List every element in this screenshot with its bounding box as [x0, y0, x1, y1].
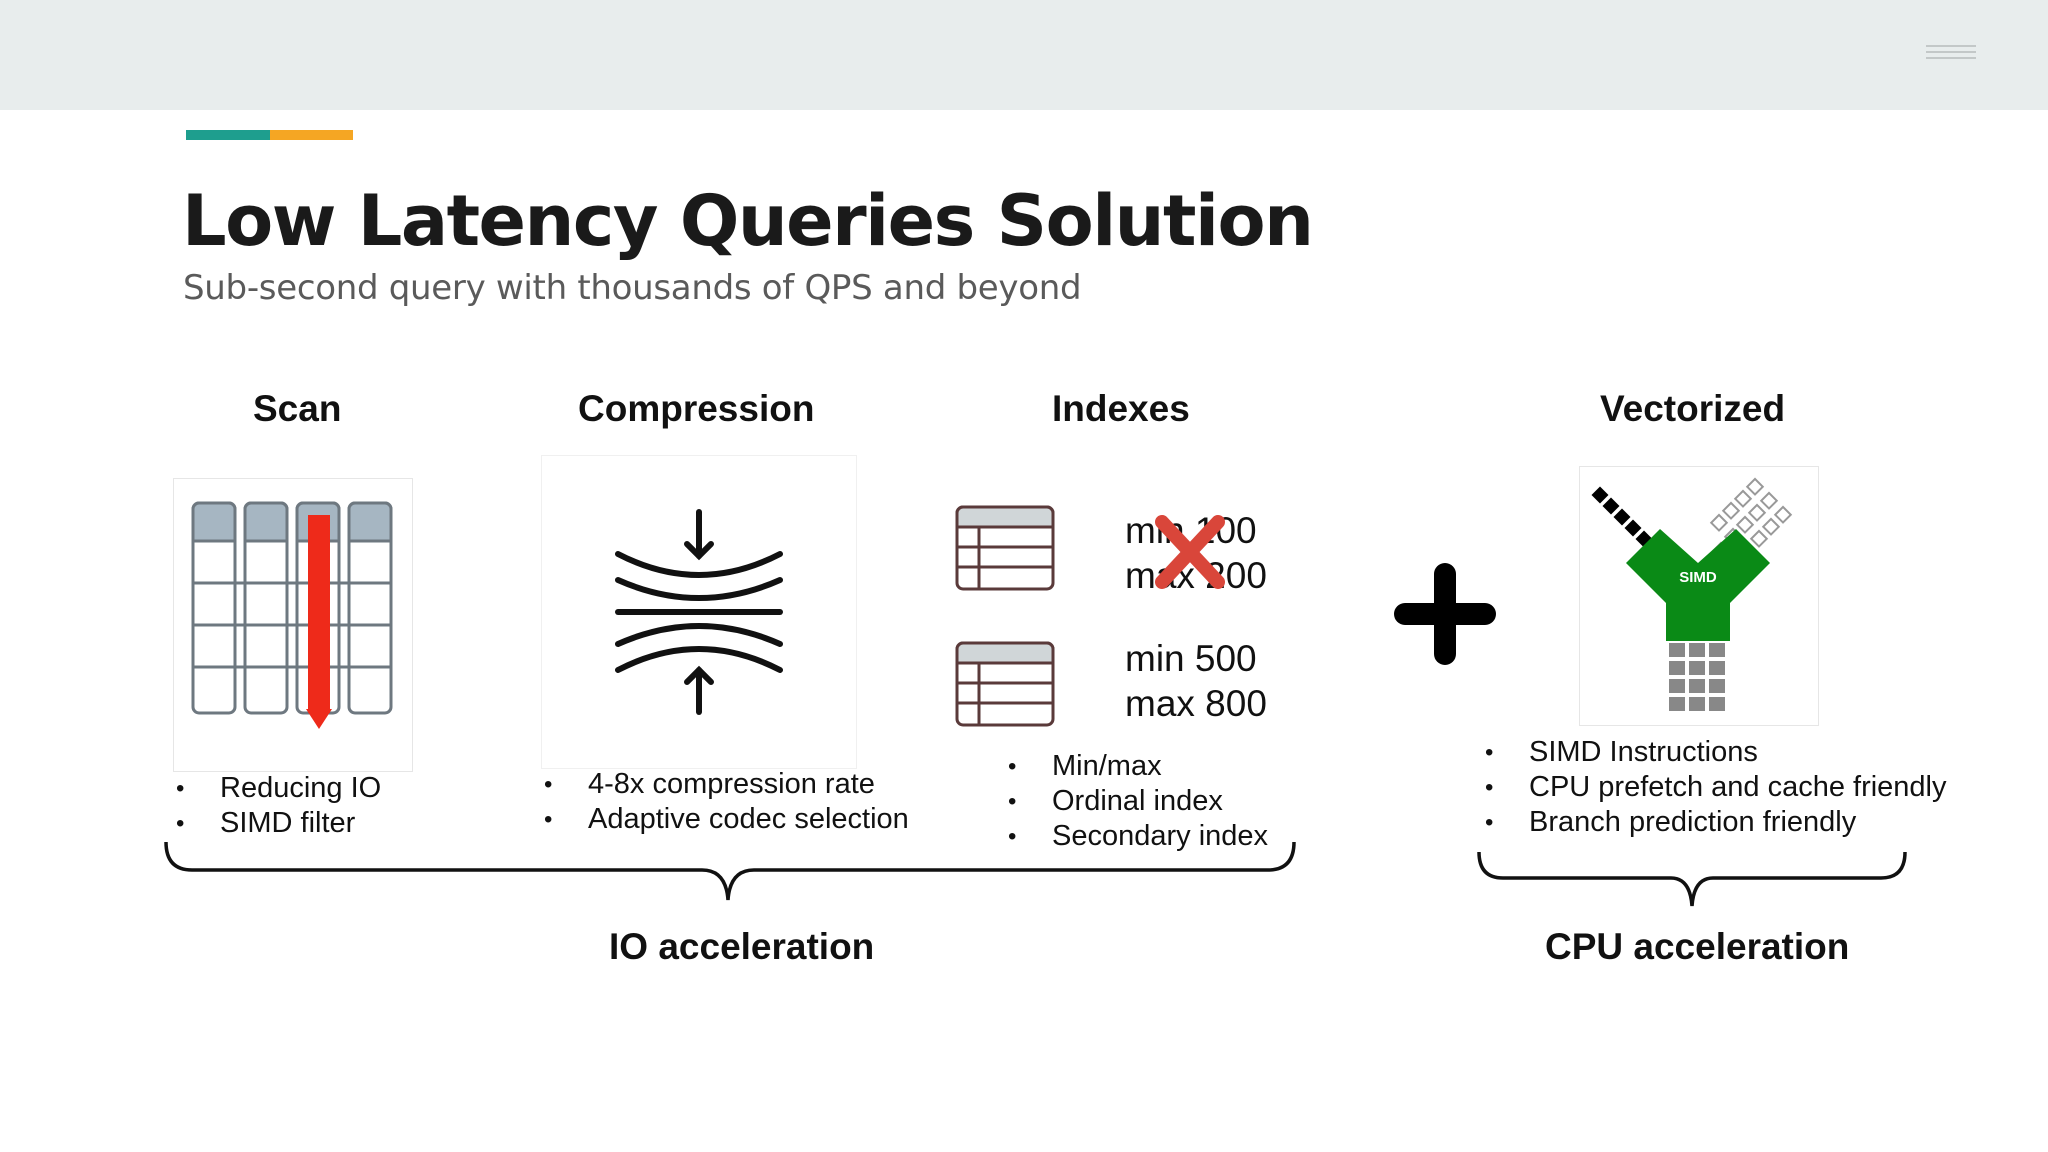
plus-icon: [1394, 563, 1496, 665]
list-item: SIMD filter: [176, 806, 381, 841]
io-acceleration-label: IO acceleration: [609, 926, 875, 967]
index-max-2: max 800: [1125, 683, 1267, 724]
list-item: Adaptive codec selection: [544, 802, 909, 837]
page-subtitle: Sub-second query with thousands of QPS a…: [183, 268, 1082, 308]
index-table-icon: [955, 505, 1055, 591]
list-item: Secondary index: [1008, 819, 1268, 854]
top-bar: [0, 0, 2048, 110]
accent-bar: [186, 130, 353, 140]
index-block-1: min 100 max 200: [1125, 508, 1267, 598]
index-table-icon: [955, 641, 1055, 727]
list-item: Reducing IO: [176, 771, 381, 806]
scan-bullets: Reducing IO SIMD filter: [176, 771, 381, 841]
hamburger-menu-icon[interactable]: [1926, 45, 1976, 65]
cpu-acceleration-label: CPU acceleration: [1545, 926, 1850, 967]
index-block-2: min 500 max 800: [1125, 636, 1267, 726]
heading-vectorized: Vectorized: [1600, 388, 1786, 429]
compression-bullets: 4-8x compression rate Adaptive codec sel…: [544, 767, 909, 837]
list-item: CPU prefetch and cache friendly: [1485, 770, 1947, 805]
page-title: Low Latency Queries Solution: [182, 180, 1314, 262]
io-brace: [162, 838, 1300, 906]
indexes-bullets: Min/max Ordinal index Secondary index: [1008, 749, 1268, 854]
red-x-icon: [1150, 512, 1230, 592]
list-item: SIMD Instructions: [1485, 735, 1947, 770]
column-scan-icon: [173, 478, 413, 772]
list-item: 4-8x compression rate: [544, 767, 909, 802]
list-item: Min/max: [1008, 749, 1268, 784]
cpu-brace: [1475, 848, 1911, 912]
vectorized-bullets: SIMD Instructions CPU prefetch and cache…: [1485, 735, 1947, 840]
list-item: Ordinal index: [1008, 784, 1268, 819]
simd-label: SIMD: [1679, 569, 1717, 586]
accent-orange: [270, 130, 353, 140]
index-min-2: min 500: [1125, 638, 1257, 679]
heading-indexes: Indexes: [1052, 388, 1190, 429]
accent-teal: [186, 130, 270, 140]
simd-funnel-icon: SIMD: [1579, 466, 1819, 726]
list-item: Branch prediction friendly: [1485, 805, 1947, 840]
compression-icon: [541, 455, 857, 769]
heading-scan: Scan: [253, 388, 342, 429]
heading-compression: Compression: [578, 388, 815, 429]
